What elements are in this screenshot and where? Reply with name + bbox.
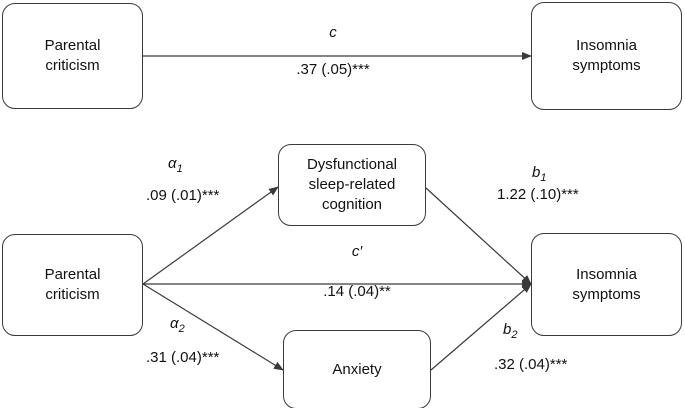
arrow-a2 <box>142 283 284 371</box>
node-label: Insomnia symptoms <box>572 37 641 74</box>
path-b2-symbol: b2 <box>503 321 517 344</box>
path-a2-letter: α <box>170 315 179 332</box>
node-dysfunctional-cognition: Dysfunctional sleep-related cognition <box>278 144 426 226</box>
node-insomnia-symptoms-bottom: Insomnia symptoms <box>531 233 682 336</box>
path-b1-estimate: 1.22 (.10)*** <box>497 186 579 203</box>
path-a2-symbol: α2 <box>170 315 185 338</box>
arrow-b2 <box>430 283 532 371</box>
node-label: Parental criticism <box>44 37 101 74</box>
node-label: Parental criticism <box>44 266 101 303</box>
path-b1-subscript: 1 <box>540 172 547 184</box>
node-label: Dysfunctional sleep-related cognition <box>306 156 398 213</box>
path-a2-subscript: 2 <box>178 323 185 335</box>
path-b2-estimate: .32 (.04)*** <box>494 356 568 373</box>
path-a1-subscript: 1 <box>176 163 183 175</box>
arrow-b1 <box>425 187 532 285</box>
path-b1-symbol: b1 <box>532 164 546 187</box>
node-parental-criticism-bottom: Parental criticism <box>2 234 143 336</box>
node-insomnia-symptoms-top: Insomnia symptoms <box>531 2 682 110</box>
path-cprime-symbol: c′ <box>351 243 363 260</box>
path-a1-symbol: α1 <box>168 155 183 178</box>
node-label: Insomnia symptoms <box>572 265 641 303</box>
path-b1-letter: b <box>532 164 541 181</box>
node-label: Anxiety <box>332 360 382 378</box>
path-cprime-estimate: .14 (.04)** <box>323 283 391 300</box>
path-c-estimate: .37 (.05)*** <box>296 61 370 78</box>
node-parental-criticism-top: Parental criticism <box>2 3 143 109</box>
path-a1-letter: α <box>168 155 177 172</box>
path-a1-estimate: .09 (.01)*** <box>146 187 220 204</box>
path-b2-subscript: 2 <box>511 329 518 341</box>
path-b2-letter: b <box>503 321 512 338</box>
path-a2-estimate: .31 (.04)*** <box>146 349 220 366</box>
arrow-a1 <box>142 186 279 285</box>
node-anxiety: Anxiety <box>283 330 431 408</box>
path-c-symbol: c <box>329 24 337 41</box>
